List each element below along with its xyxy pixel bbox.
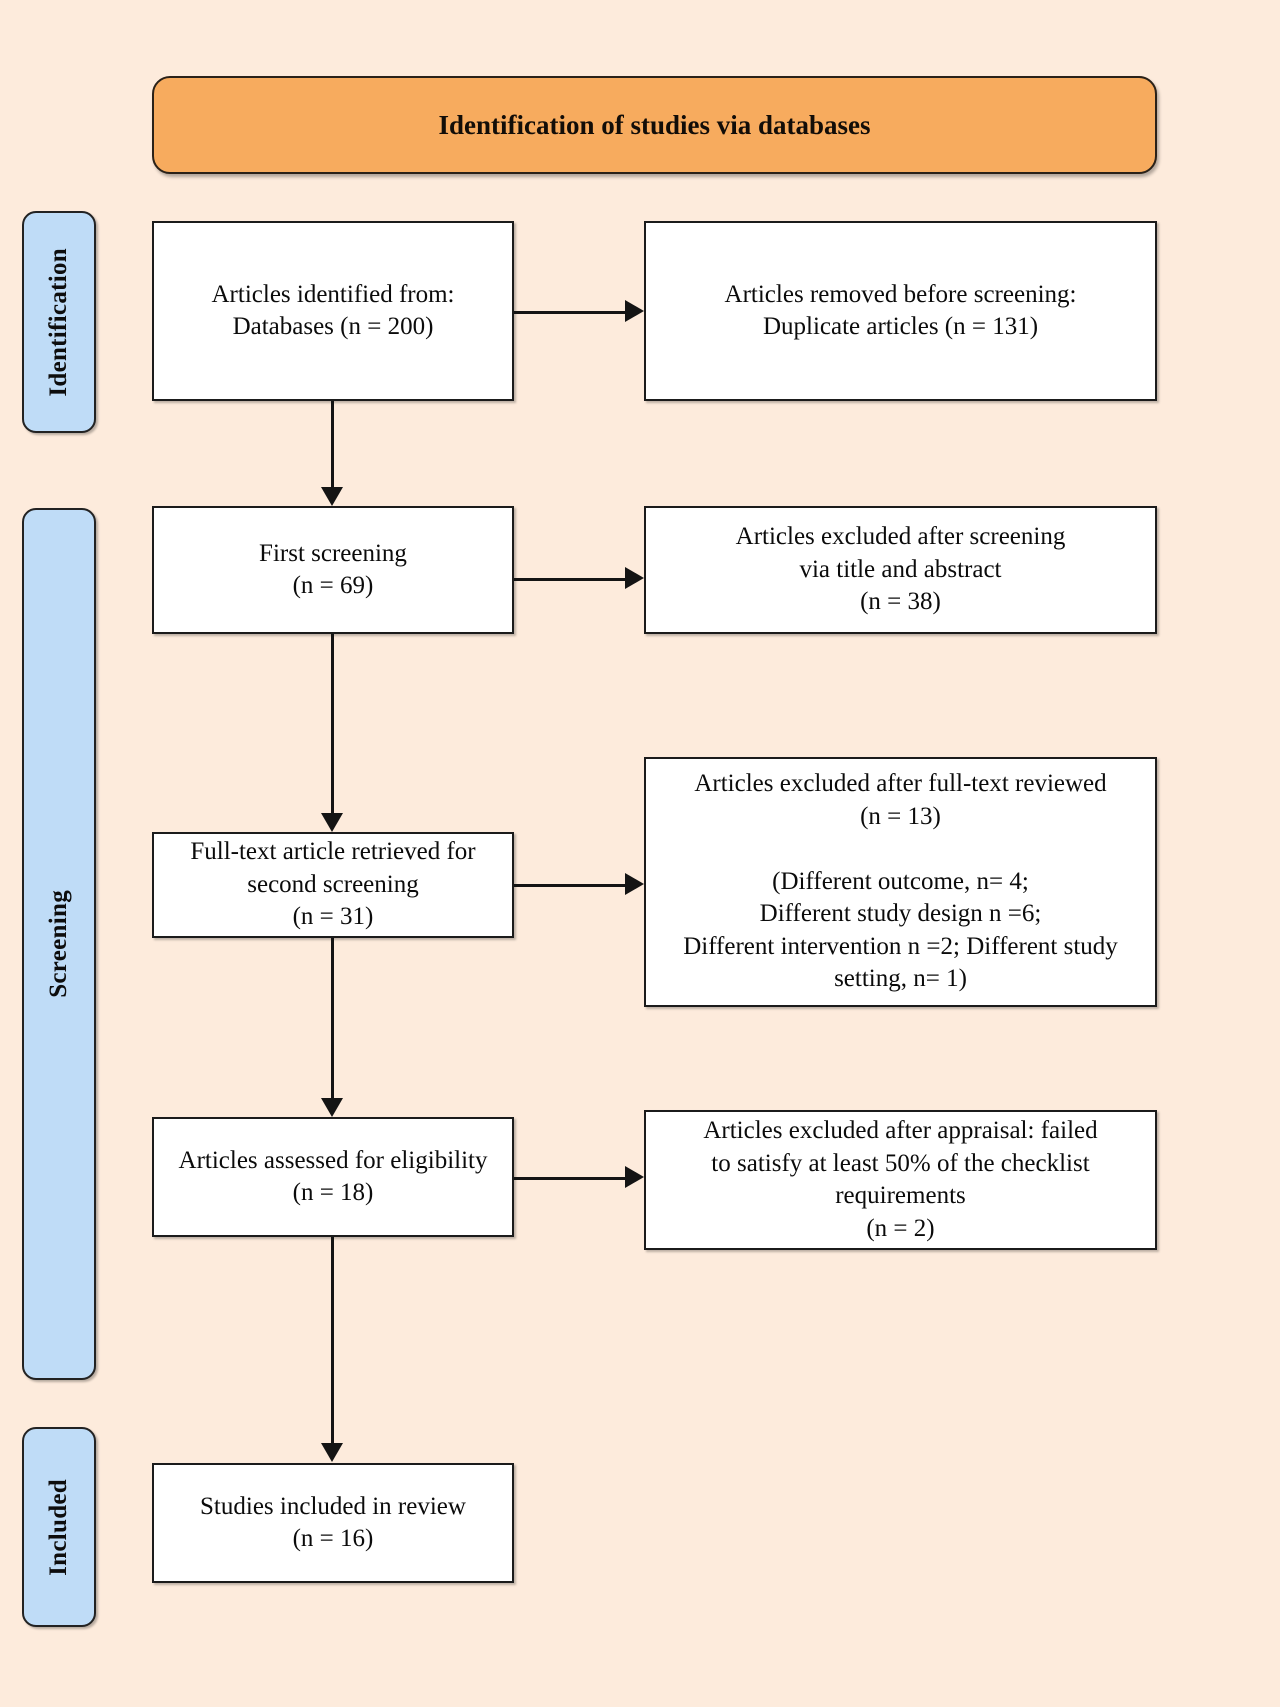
connector-identified-to-first-screening bbox=[331, 401, 334, 487]
node-excluded-title-abstract-text: Articles excluded after screening via ti… bbox=[735, 523, 1066, 616]
node-excluded-appraisal-text: Articles excluded after appraisal: faile… bbox=[703, 1117, 1098, 1242]
connector-assessed-to-excluded-appraisal bbox=[514, 1177, 625, 1180]
node-excluded-appraisal: Articles excluded after appraisal: faile… bbox=[644, 1110, 1157, 1250]
connector-assessed-to-included bbox=[331, 1237, 334, 1443]
connector-first-screening-to-excluded bbox=[514, 578, 625, 581]
arrowhead-first-screening-to-excluded bbox=[625, 567, 644, 589]
connector-first-screening-to-full-text bbox=[331, 634, 334, 813]
node-excluded-full-text: Articles excluded after full-text review… bbox=[644, 757, 1157, 1007]
arrowhead-assessed-to-included bbox=[321, 1443, 343, 1462]
stage-band-identification: Identification bbox=[22, 211, 96, 433]
arrowhead-full-text-to-assessed bbox=[321, 1098, 343, 1117]
stage-label-screening: Screening bbox=[45, 890, 72, 998]
arrowhead-assessed-to-excluded-appraisal bbox=[625, 1166, 644, 1188]
node-full-text-retrieved-text: Full-text article retrieved for second s… bbox=[190, 838, 476, 931]
node-studies-included-text: Studies included in review (n = 16) bbox=[200, 1492, 466, 1553]
stage-label-included: Included bbox=[45, 1478, 72, 1576]
stage-band-screening: Screening bbox=[22, 508, 96, 1380]
connector-full-text-to-assessed bbox=[331, 938, 334, 1098]
node-articles-removed-before-screening-text: Articles removed before screening: Dupli… bbox=[724, 280, 1077, 341]
arrowhead-first-screening-to-full-text bbox=[321, 813, 343, 832]
node-articles-identified: Articles identified from: Databases (n =… bbox=[152, 221, 514, 401]
node-first-screening: First screening (n = 69) bbox=[152, 506, 514, 634]
arrowhead-full-text-to-excluded bbox=[625, 873, 644, 895]
node-assessed-eligibility-text: Articles assessed for eligibility (n = 1… bbox=[178, 1146, 488, 1207]
connector-full-text-to-excluded bbox=[514, 884, 625, 887]
stage-band-included: Included bbox=[22, 1427, 96, 1627]
arrowhead-identified-to-removed bbox=[625, 300, 644, 322]
banner-title: Identification of studies via databases bbox=[438, 109, 871, 140]
node-full-text-retrieved: Full-text article retrieved for second s… bbox=[152, 832, 514, 938]
node-assessed-eligibility: Articles assessed for eligibility (n = 1… bbox=[152, 1117, 514, 1237]
node-first-screening-text: First screening (n = 69) bbox=[259, 539, 407, 600]
arrowhead-identified-to-first-screening bbox=[321, 487, 343, 506]
node-excluded-title-abstract: Articles excluded after screening via ti… bbox=[644, 506, 1157, 634]
connector-identified-to-removed bbox=[514, 311, 625, 314]
stage-label-identification: Identification bbox=[45, 247, 72, 397]
node-articles-identified-text: Articles identified from: Databases (n =… bbox=[211, 280, 455, 341]
node-articles-removed-before-screening: Articles removed before screening: Dupli… bbox=[644, 221, 1157, 401]
node-excluded-full-text-text: Articles excluded after full-text review… bbox=[683, 770, 1118, 993]
diagram-banner: Identification of studies via databases bbox=[152, 76, 1157, 174]
node-studies-included: Studies included in review (n = 16) bbox=[152, 1463, 514, 1583]
